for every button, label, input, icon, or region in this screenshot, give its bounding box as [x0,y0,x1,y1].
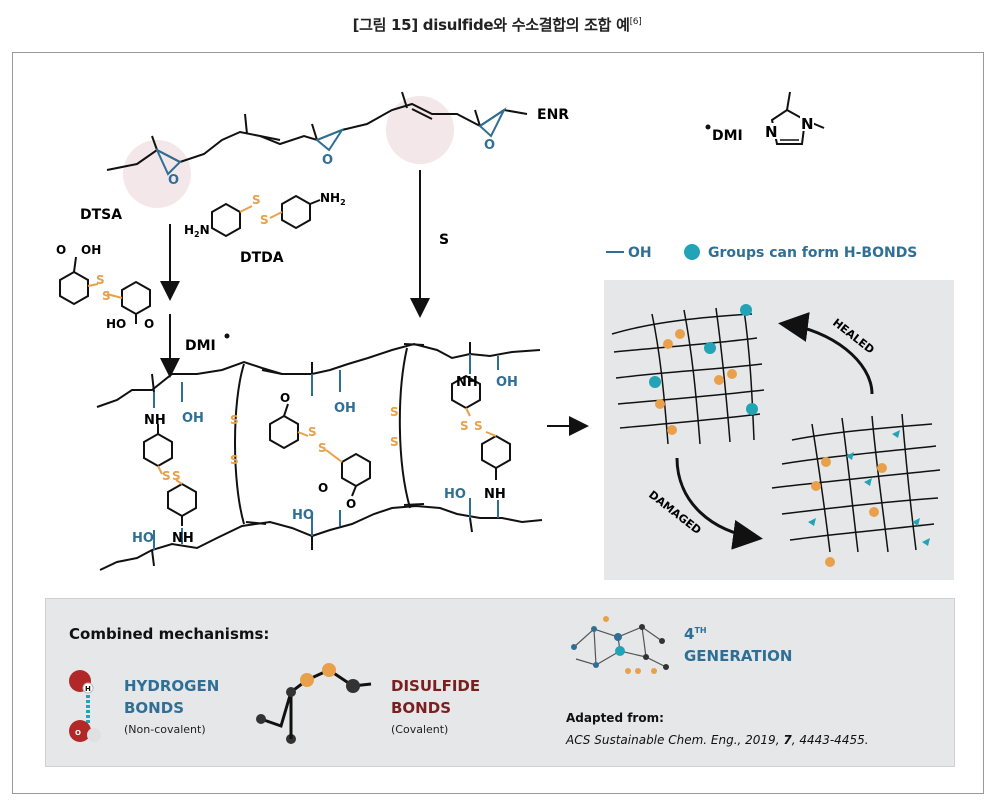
fourth-gen-network-icon [571,616,669,674]
dtsa-molecule [59,256,151,324]
hydrogen-title-1: HYDROGEN [124,677,220,695]
dmi-catalyst-label: DMI [185,338,216,354]
dtsa-o-label: O [56,243,66,257]
citation-prefix: ACS Sustainable Chem. Eng., 2019, [566,733,784,747]
nh-label: NH [144,413,166,428]
dtsa-o-label: O [144,317,154,331]
hydrogen-sub: (Non-covalent) [124,723,206,736]
dmi-label: DMI [712,128,743,144]
enr-chain [106,91,528,208]
gen-sup: TH [694,626,707,635]
dmi-n1: N [765,123,778,141]
dtsa-s-label: S [96,273,105,287]
disulfide-title-1: DISULFIDE [391,677,481,695]
dtsa-label: DTSA [80,207,122,223]
dtda-h2n-label: H2N [184,223,210,239]
caption-title: [그림 15] disulfide와 수소결합의 조합 예 [352,16,630,34]
legend-oh: OH [628,245,652,261]
atom-h-label: H [85,685,91,693]
combined-mechanisms-panel: Combined mechanisms: H O HYDROGEN BONDS … [45,598,955,767]
adapted-label: Adapted from: [566,711,664,725]
disulfide-bond-icon [256,663,372,744]
nh-label: NH [172,531,194,546]
damaged-arrow [675,457,763,550]
damaged-bonds [808,430,930,567]
disulfide-sub: (Covalent) [391,723,449,736]
s-label: S [390,405,399,419]
epoxide-o-label: O [484,138,495,153]
o-label: O [346,497,356,511]
nh-label: NH [484,487,506,502]
nh-label: NH [456,375,478,390]
citation: ACS Sustainable Chem. Eng., 2019, 7, 444… [566,733,869,747]
highlight-circle [386,96,454,164]
citation-pages: , 4443-4455. [791,733,869,747]
oh-label: OH [334,401,356,416]
s-label: S [460,419,469,433]
dtsa-oh-label: OH [81,243,101,257]
oh-label: OH [182,411,204,426]
atom-o-label: O [75,729,81,737]
hydrogen-title-2: BONDS [124,699,184,717]
ho-label: HO [132,531,154,546]
caption-ref: [6] [629,17,642,27]
dtda-label: DTDA [240,250,284,266]
epoxide-o-label: O [322,153,333,168]
dtda-s-label: S [260,213,269,227]
dmi-structure [764,91,825,145]
highlight-circle [123,140,191,208]
gen-word: GENERATION [684,647,793,665]
o-label: O [318,481,328,495]
disulfide-title-2: BONDS [391,699,451,717]
enr-label: ENR [537,107,569,123]
oh-label: OH [496,375,518,390]
ho-label: HO [444,487,466,502]
legend-dot [684,244,700,260]
healed-bonds [649,304,758,435]
healed-arrow [778,312,874,395]
s-label: S [318,441,327,455]
legend-groups-text: Groups can form H-BONDS [708,245,917,261]
healed-network [611,307,765,445]
s-reagent-label: S [439,232,449,248]
figure-caption: [그림 15] disulfide와 수소결합의 조합 예[6] [0,14,994,35]
gen-num: 4 [684,625,695,643]
dtsa-ho-label: HO [106,317,126,331]
s-label: S [230,413,239,427]
dtda-molecule [211,194,321,238]
hydrogen-bond-icon: H O [69,670,101,742]
s-label: S [474,419,483,433]
s-label: S [390,435,399,449]
s-label: S [172,469,181,483]
s-label: S [308,425,317,439]
figure-frame [12,52,984,794]
o-label: O [280,391,290,405]
panel-heading: Combined mechanisms: [69,625,270,643]
damaged-network [771,413,941,553]
ho-label: HO [292,508,314,523]
healing-cycle-box [604,280,954,580]
citation-volume: 7 [783,733,792,747]
dtsa-s-label: S [102,289,111,303]
s-label: S [162,469,171,483]
crosslinked-network [96,342,543,571]
gen-number: 4TH [684,625,707,643]
reaction-scheme: O O O ENR DMI N N DTSA DTDA S DMI O OH S… [56,91,954,580]
dtda-s-label: S [252,193,261,207]
dtda-nh2-label: NH2 [320,191,346,207]
epoxide-o-label: O [168,173,179,188]
s-label: S [230,453,239,467]
dmi-n2: N [801,115,814,133]
